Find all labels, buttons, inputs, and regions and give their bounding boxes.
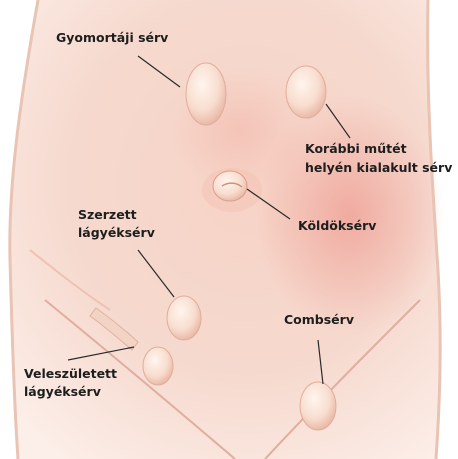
label-congenital-inguinal-hernia: Veleszületett lágyéksérv (24, 366, 117, 400)
acquired-inguinal-bulge (167, 296, 201, 340)
congenital-inguinal-bulge (143, 347, 173, 385)
incisional-bulge (286, 66, 326, 118)
label-epigastric-hernia: Gyomortáji sérv (56, 30, 168, 46)
label-umbilical-hernia: Köldöksérv (298, 218, 376, 234)
umbilical-bulge (213, 171, 247, 201)
label-femoral-hernia: Combsérv (284, 312, 354, 328)
epigastric-bulge (186, 63, 226, 125)
label-incisional-hernia: Korábbi műtét helyén kialakult sérv (305, 141, 452, 176)
femoral-bulge (300, 382, 336, 430)
label-acquired-inguinal-hernia: Szerzett lágyéksérv (78, 207, 155, 241)
